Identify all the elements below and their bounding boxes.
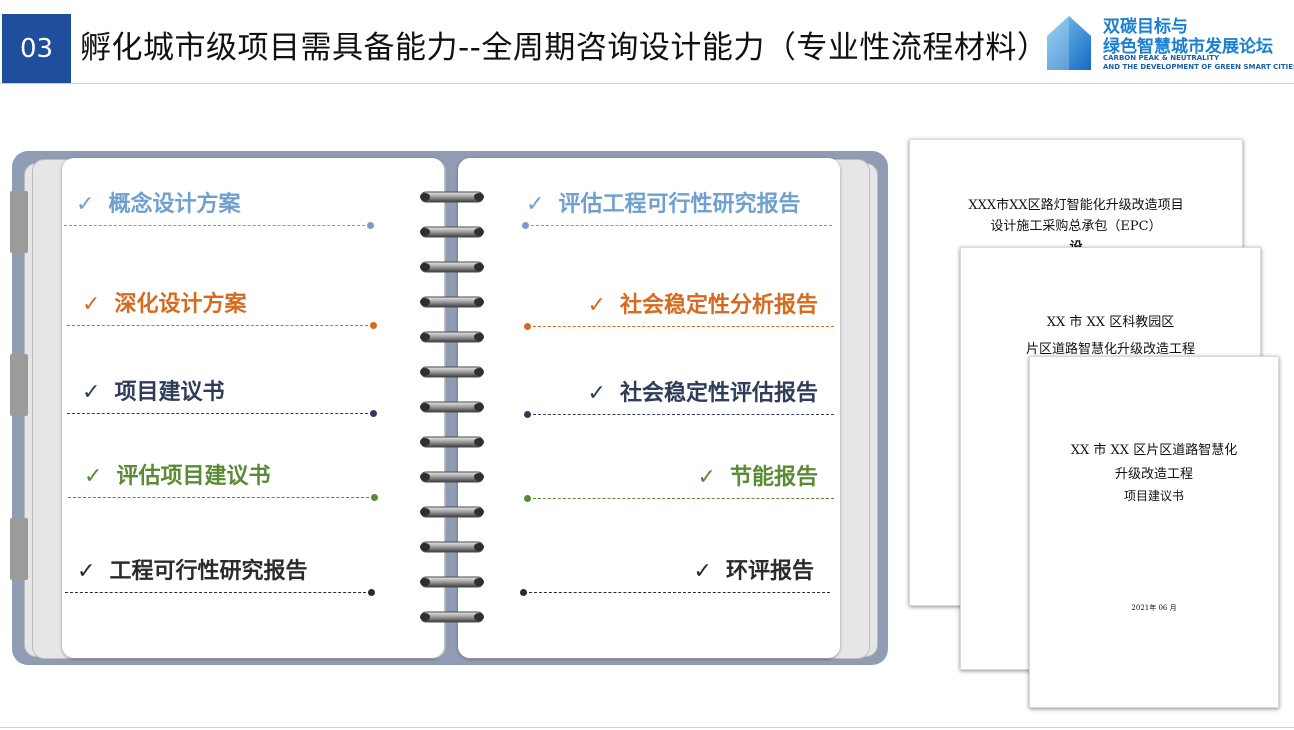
dashed-underline xyxy=(68,497,374,498)
check-icon: ✓ xyxy=(693,559,712,584)
slide-title: 孵化城市级项目需具备能力--全周期咨询设计能力（专业性流程材料） xyxy=(80,30,1049,66)
spiral-ring xyxy=(420,436,484,448)
left-list-item: ✓ 概念设计方案 xyxy=(64,186,374,229)
spiral-ring xyxy=(420,226,484,238)
bullet-dot xyxy=(368,589,375,596)
list-item-label: 概念设计方案 xyxy=(108,192,241,217)
logo-title-cn-line2: 绿色智慧城市发展论坛 xyxy=(1103,37,1273,57)
doc-title-line1: XX 市 XX 区科教园区 xyxy=(1046,315,1175,330)
slide-header: 03 孵化城市级项目需具备能力--全周期咨询设计能力（专业性流程材料） 双碳目标… xyxy=(0,0,1294,84)
logo-title-cn-line1: 双碳目标与 xyxy=(1103,17,1188,37)
spiral-ring xyxy=(420,576,484,588)
dashed-underline xyxy=(64,225,370,226)
right-list-item: ✓ 社会稳定性评估报告 xyxy=(524,375,834,418)
check-icon: ✓ xyxy=(526,192,545,217)
bullet-dot xyxy=(520,589,527,596)
left-page: ✓ 概念设计方案 ✓ 深化设计方案 ✓ 项目建议书 ✓ 评估项目建议书 ✓ 工程可行性研究报告 xyxy=(62,158,444,658)
left-list-item: ✓ 项目建议书 xyxy=(67,374,377,417)
bullet-dot xyxy=(524,323,531,330)
check-icon: ✓ xyxy=(76,192,95,217)
dashed-underline xyxy=(65,592,371,593)
dashed-underline xyxy=(67,325,373,326)
bullet-dot xyxy=(522,222,529,229)
right-list-item: ✓ 社会稳定性分析报告 xyxy=(524,287,834,330)
check-icon: ✓ xyxy=(84,464,103,489)
bullet-dot xyxy=(371,494,378,501)
bullet-dot xyxy=(524,411,531,418)
list-item-label: 环评报告 xyxy=(725,559,814,584)
left-list-item: ✓ 深化设计方案 xyxy=(67,286,377,329)
list-item-label: 社会稳定性评估报告 xyxy=(619,381,818,406)
check-icon: ✓ xyxy=(587,293,606,318)
right-list-item: ✓ 环评报告 xyxy=(520,553,830,596)
page-tab xyxy=(10,518,28,580)
spiral-ring xyxy=(420,331,484,343)
spiral-ring xyxy=(420,261,484,273)
check-icon: ✓ xyxy=(82,380,101,405)
list-item-label: 项目建议书 xyxy=(114,380,225,405)
forum-logo: 双碳目标与 绿色智慧城市发展论坛 CARBON PEAK & NEUTRALIT… xyxy=(1043,10,1294,74)
logo-title-en-line1: CARBON PEAK & NEUTRALITY xyxy=(1103,54,1220,62)
dashed-underline xyxy=(524,592,830,593)
spiral-ring xyxy=(420,506,484,518)
spiral-ring xyxy=(420,366,484,378)
bullet-dot xyxy=(370,410,377,417)
dashed-underline xyxy=(528,326,834,327)
list-item-label: 评估项目建议书 xyxy=(116,464,271,489)
spiral-ring xyxy=(420,611,484,623)
dashed-underline xyxy=(528,414,834,415)
list-item-label: 社会稳定性分析报告 xyxy=(619,293,818,318)
header-divider xyxy=(0,83,1294,84)
dashed-underline xyxy=(528,498,834,499)
spiral-ring xyxy=(420,401,484,413)
doc-title-line2: 设计施工采购总承包（EPC） xyxy=(990,219,1162,234)
spiral-ring xyxy=(420,191,484,203)
right-page: ✓ 评估工程可行性研究报告 ✓ 社会稳定性分析报告 ✓ 社会稳定性评估报告 ✓ 节能报告 ✓ 环评… xyxy=(458,158,840,658)
dashed-underline xyxy=(67,413,373,414)
bullet-dot xyxy=(370,322,377,329)
doc-title-line1: XX 市 XX 区片区道路智慧化 xyxy=(1070,443,1238,458)
bullet-dot xyxy=(524,495,531,502)
house-logo-icon xyxy=(1047,16,1091,70)
left-list-item: ✓ 评估项目建议书 xyxy=(68,458,378,501)
dashed-underline xyxy=(526,225,832,226)
section-number: 03 xyxy=(2,14,71,83)
list-item-label: 工程可行性研究报告 xyxy=(109,559,308,584)
right-list-item: ✓ 评估工程可行性研究报告 xyxy=(522,186,832,229)
document-cover-proposal: XX 市 XX 区片区道路智慧化 升级改造工程 项目建议书 2021年 06 月 xyxy=(1029,356,1279,708)
list-item-label: 评估工程可行性研究报告 xyxy=(558,192,801,217)
doc-title-line2: 升级改造工程 xyxy=(1114,467,1193,482)
doc-date: 2021年 06 月 xyxy=(1131,604,1177,612)
doc-title-line2: 片区道路智慧化升级改造工程 xyxy=(1025,342,1195,357)
spiral-ring xyxy=(420,471,484,483)
check-icon: ✓ xyxy=(77,559,96,584)
list-item-label: 节能报告 xyxy=(729,465,818,490)
spiral-binding xyxy=(417,189,487,629)
page-tab xyxy=(10,191,28,253)
spiral-ring xyxy=(420,541,484,553)
logo-title-en-line2: AND THE DEVELOPMENT OF GREEN SMART CITIE… xyxy=(1103,63,1294,71)
check-icon: ✓ xyxy=(82,292,101,317)
doc-title-line1: XXX市XX区路灯智能化升级改造项目 xyxy=(968,198,1184,213)
page-tab xyxy=(10,354,28,416)
footer-divider xyxy=(0,727,1294,728)
notebook: ✓ 概念设计方案 ✓ 深化设计方案 ✓ 项目建议书 ✓ 评估项目建议书 ✓ 工程可行性研究报告 ✓… xyxy=(10,151,888,665)
check-icon: ✓ xyxy=(697,465,716,490)
right-list-item: ✓ 节能报告 xyxy=(524,459,834,502)
spiral-ring xyxy=(420,296,484,308)
left-list-item: ✓ 工程可行性研究报告 xyxy=(65,553,375,596)
doc-title-line3: 项目建议书 xyxy=(1123,489,1184,503)
list-item-label: 深化设计方案 xyxy=(114,292,247,317)
bullet-dot xyxy=(367,222,374,229)
check-icon: ✓ xyxy=(587,381,606,406)
